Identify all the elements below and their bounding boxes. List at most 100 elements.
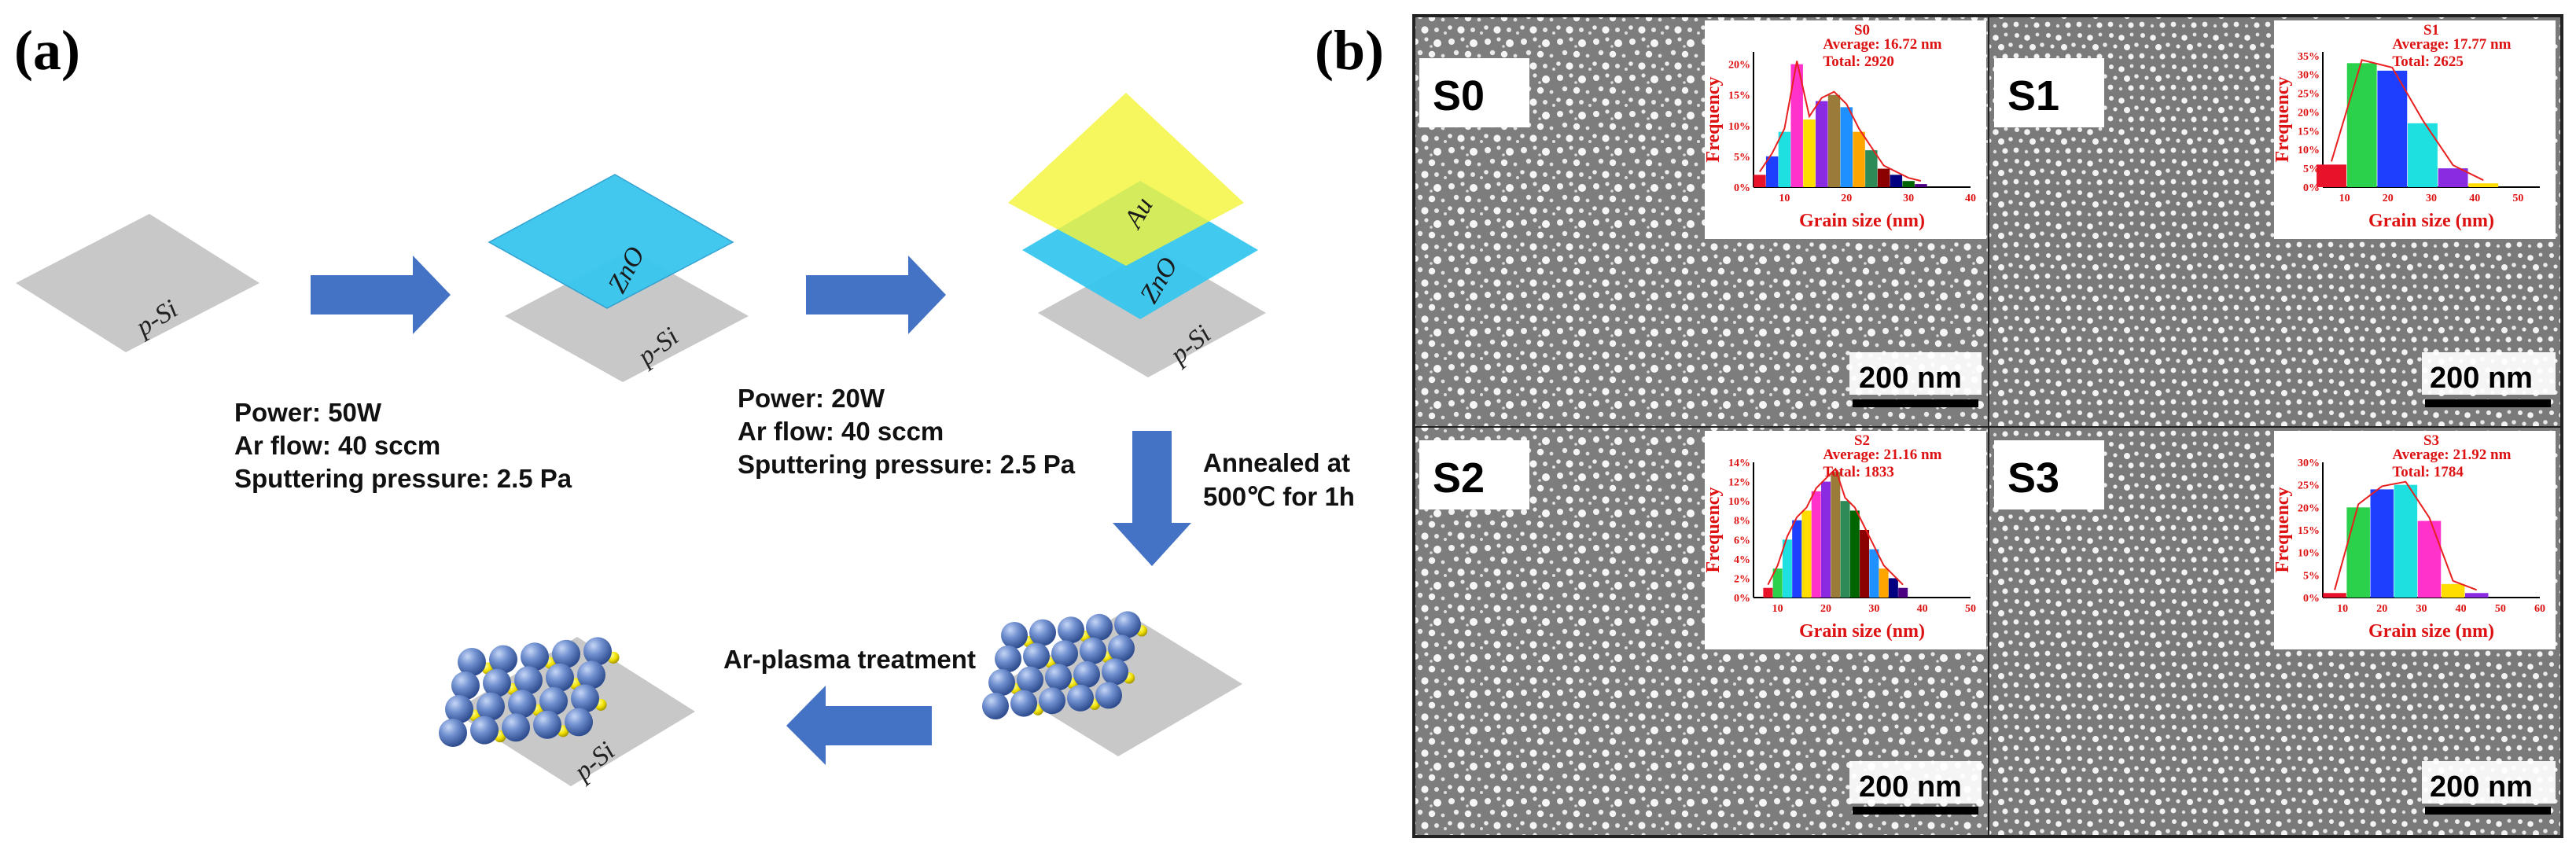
- arrow-down-icon: [1113, 431, 1191, 566]
- step2-arflow: Ar flow: 40 sccm: [738, 417, 944, 446]
- inset-total: Total: 1784: [2392, 464, 2464, 480]
- histogram-bar: [2441, 583, 2465, 598]
- inset-y-tick: 10%: [1728, 121, 1750, 133]
- annealed-structure: [982, 611, 1242, 756]
- histogram-bar: [1877, 168, 1890, 187]
- anneal-line-2: 500℃ for 1h: [1203, 482, 1355, 511]
- histogram-bar: [1811, 491, 1821, 598]
- zno-sphere: [521, 642, 549, 671]
- inset-y-tick: 8%: [1734, 516, 1750, 528]
- histogram-bar: [1840, 107, 1853, 187]
- histogram-bar: [1898, 587, 1908, 598]
- inset-y-tick: 10%: [1728, 496, 1750, 508]
- zno-sphere: [508, 690, 536, 719]
- inset-x-tick: 50: [1965, 603, 1976, 615]
- inset-x-tick: 10: [1779, 193, 1790, 204]
- inset-y-tick: 5%: [2303, 570, 2320, 582]
- histogram-bar: [1853, 131, 1865, 187]
- histogram-bar: [1820, 481, 1831, 598]
- inset-y-tick: 10%: [2298, 548, 2320, 560]
- fit-curve: [1759, 61, 1922, 182]
- zno-sphere: [583, 637, 612, 666]
- panel-b-label: (b): [1315, 19, 1384, 82]
- inset-x-tick: 60: [2534, 603, 2545, 615]
- histogram-bar: [1902, 181, 1915, 187]
- inset-x-tick: 40: [2456, 603, 2467, 615]
- zno-sphere: [1001, 622, 1028, 649]
- inset-y-tick: 6%: [1734, 535, 1750, 546]
- inset-x-tick: 30: [2426, 193, 2437, 204]
- process-arrow-2: [806, 256, 946, 334]
- sample-label-s2: S2: [1419, 440, 1529, 509]
- inset-y-tick: 14%: [1728, 458, 1750, 469]
- histogram-bar: [1869, 549, 1879, 598]
- inset-y-tick: 35%: [2298, 51, 2320, 63]
- zno-sphere: [1023, 642, 1050, 670]
- histogram-bar: [2408, 123, 2438, 187]
- histogram-bar: [1888, 578, 1898, 598]
- inset-x-tick: 30: [1868, 603, 1879, 615]
- histogram-bar: [2464, 593, 2489, 598]
- svg-text:S2: S2: [1433, 454, 1485, 502]
- inset-x-tick: 30: [1903, 193, 1914, 204]
- zno-sphere: [1114, 611, 1141, 638]
- zno-sphere: [577, 660, 605, 690]
- histogram-bar: [1803, 120, 1816, 187]
- svg-text:S1: S1: [2007, 72, 2059, 120]
- zno-sphere: [552, 639, 580, 668]
- substrate-plate: [505, 250, 749, 382]
- histogram-bar: [1890, 175, 1903, 187]
- arrow-right-icon: [311, 256, 451, 334]
- step2-power: Power: 20W: [738, 384, 885, 413]
- histogram-bar: [2438, 168, 2468, 187]
- zno-sphere: [514, 666, 543, 695]
- inset-y-tick: 25%: [2298, 480, 2320, 492]
- inset-y-tick: 4%: [1734, 554, 1750, 566]
- inset-total: Total: 2920: [1823, 53, 1894, 70]
- inset-x-tick: 10: [2337, 603, 2348, 615]
- svg-text:200 nm: 200 nm: [2430, 362, 2533, 395]
- fit-curve: [1767, 467, 1904, 586]
- inset-y-tick: 30%: [2298, 70, 2320, 82]
- svg-text:200 nm: 200 nm: [1859, 362, 1962, 395]
- histogram-bar: [1801, 510, 1812, 598]
- histogram-bar: [2417, 520, 2442, 598]
- inset-x-tick: 40: [2469, 193, 2480, 204]
- inset-y-tick: 20%: [1728, 60, 1750, 72]
- zno-sphere: [1073, 660, 1100, 688]
- histogram-bar: [1763, 587, 1773, 598]
- substrate-plate: [1000, 612, 1242, 756]
- histogram-bar: [1816, 101, 1828, 187]
- histogram-bar: [1792, 520, 1802, 598]
- svg-text:S3: S3: [2007, 454, 2059, 502]
- zno-sphere: [1080, 637, 1106, 664]
- zno-sphere: [502, 713, 530, 742]
- inset-average: Average: 17.77 nm: [2392, 36, 2511, 53]
- plasma-text: Ar-plasma treatment: [723, 645, 976, 674]
- inset-xlabel: Grain size (nm): [2368, 621, 2494, 642]
- inset-xlabel: Grain size (nm): [1799, 621, 1925, 642]
- inset-y-tick: 12%: [1728, 477, 1750, 489]
- inset-title: S2: [1854, 432, 1870, 449]
- inset-y-tick: 5%: [2303, 164, 2320, 175]
- histogram-bar: [1879, 568, 1889, 598]
- inset-y-tick: 20%: [2298, 107, 2320, 119]
- anneal-text: Annealed at 500℃ for 1h: [1203, 448, 1357, 511]
- sample-label-s0: S0: [1419, 58, 1529, 127]
- inset-y-tick: 15%: [1728, 90, 1750, 102]
- histogram-bar: [2468, 183, 2499, 187]
- sample-label-s1: S1: [1994, 58, 2104, 127]
- inset-ylabel: Frequency: [1703, 77, 1724, 163]
- zno-sphere: [1017, 666, 1043, 693]
- inset-average: Average: 21.16 nm: [1823, 447, 1941, 463]
- zno-on-substrate: ZnO p-Si: [488, 174, 749, 382]
- zno-sphere: [1108, 634, 1135, 662]
- histogram-bar: [2377, 70, 2408, 187]
- step2-params: Power: 20W Ar flow: 40 sccm Sputtering p…: [738, 384, 1076, 479]
- inset-x-tick: 40: [1965, 193, 1976, 204]
- svg-text:200 nm: 200 nm: [2430, 771, 2533, 804]
- anneal-arrow: [1113, 431, 1191, 566]
- histogram-bar: [1840, 501, 1850, 598]
- zno-sphere: [982, 693, 1009, 719]
